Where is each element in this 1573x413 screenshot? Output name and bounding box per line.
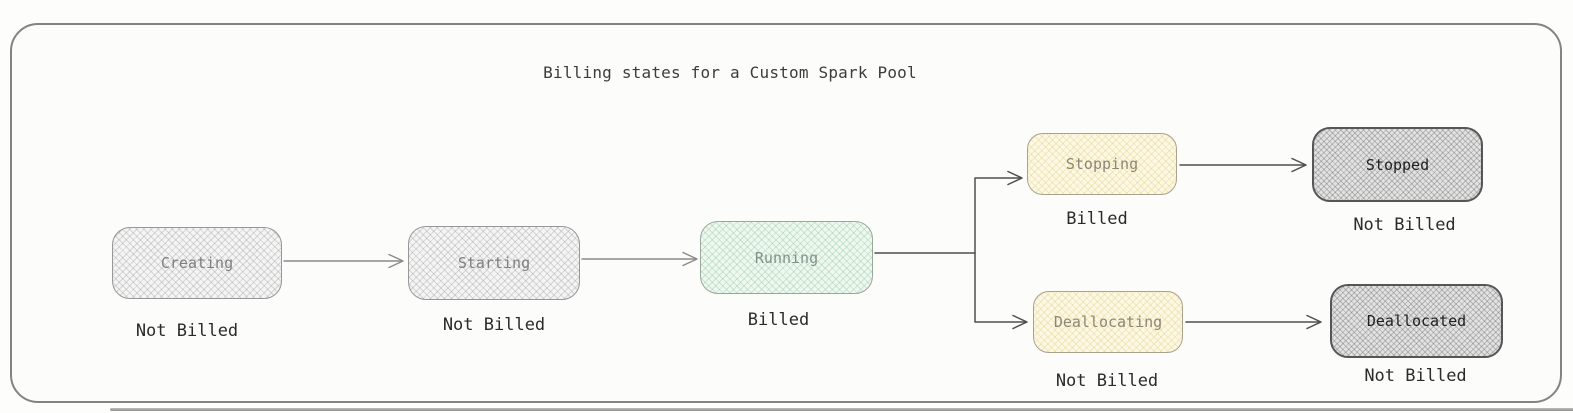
state-label-running: Running (754, 248, 819, 267)
arrow-starting-to-running (581, 251, 698, 267)
billing-caption-stopping: Billed (1066, 209, 1128, 229)
state-node-stopped: Stopped (1312, 127, 1483, 202)
arrow-deallocating-to-deallocated (1185, 314, 1322, 330)
billing-caption-deallocated: Not Billed (1364, 366, 1467, 386)
billing-caption-deallocating: Not Billed (1055, 371, 1159, 391)
billing-caption-creating: Not Billed (135, 321, 239, 341)
state-label-starting: Starting (457, 254, 531, 272)
state-label-stopped: Stopped (1365, 155, 1430, 174)
state-node-stopping: Stopping (1027, 133, 1177, 195)
billing-caption-stopped: Not Billed (1353, 215, 1456, 235)
state-node-deallocated: Deallocated (1330, 284, 1503, 358)
state-label-deallocated: Deallocated (1366, 312, 1467, 330)
diagram-frame (10, 23, 1562, 403)
state-node-creating: Creating (112, 227, 282, 299)
arrow-running-to-deallocating (974, 252, 1028, 330)
state-node-starting: Starting (408, 226, 580, 300)
state-label-deallocating: Deallocating (1053, 313, 1163, 331)
arrow-stopping-to-stopped (1179, 157, 1307, 173)
state-label-stopping: Stopping (1065, 155, 1139, 173)
diagram-title: Billing states for a Custom Spark Pool (543, 63, 917, 82)
arrow-running-to-stopping (874, 170, 1023, 254)
arrow-creating-to-starting (283, 253, 404, 269)
billing-caption-running: Billed (747, 310, 810, 330)
state-label-creating: Creating (160, 254, 234, 272)
window-bottom-edge (110, 408, 1573, 411)
state-node-deallocating: Deallocating (1033, 291, 1183, 353)
billing-caption-starting: Not Billed (442, 315, 546, 335)
state-node-running: Running (700, 221, 873, 294)
